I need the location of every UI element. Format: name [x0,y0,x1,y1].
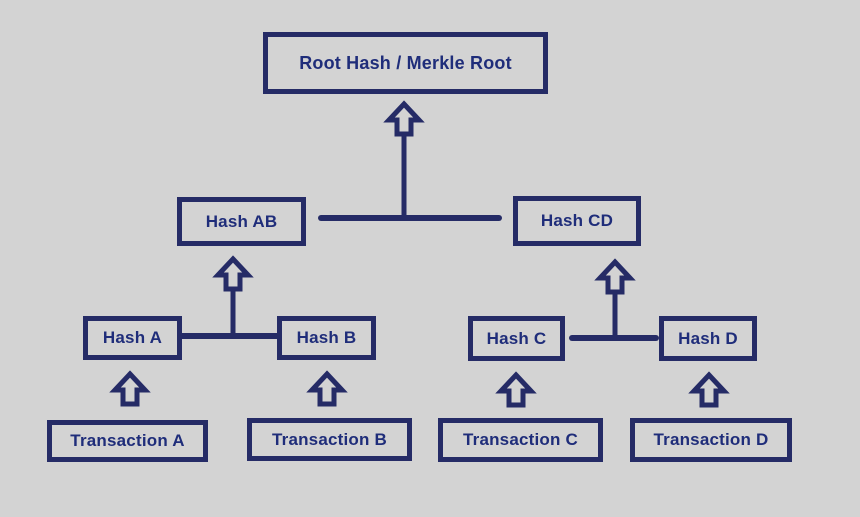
node-transaction-a: Transaction A [47,420,208,462]
up-arrow-icon [218,259,248,289]
up-arrow-icon [501,375,531,405]
node-transaction-d: Transaction D [630,418,792,462]
node-transaction-b: Transaction B [247,418,412,461]
up-arrow-icon [694,375,724,405]
up-arrow-icon [115,374,145,404]
node-hash-cd: Hash CD [513,196,641,246]
node-hash-d: Hash D [659,316,757,361]
up-arrow-icon [312,374,342,404]
node-hash-ab: Hash AB [177,197,306,246]
node-hash-b: Hash B [277,316,376,360]
up-arrow-icon [389,104,419,134]
node-hash-c: Hash C [468,316,565,361]
node-transaction-c: Transaction C [438,418,603,462]
up-arrow-icon [600,262,630,292]
node-hash-a: Hash A [83,316,182,360]
node-root-hash: Root Hash / Merkle Root [263,32,548,94]
